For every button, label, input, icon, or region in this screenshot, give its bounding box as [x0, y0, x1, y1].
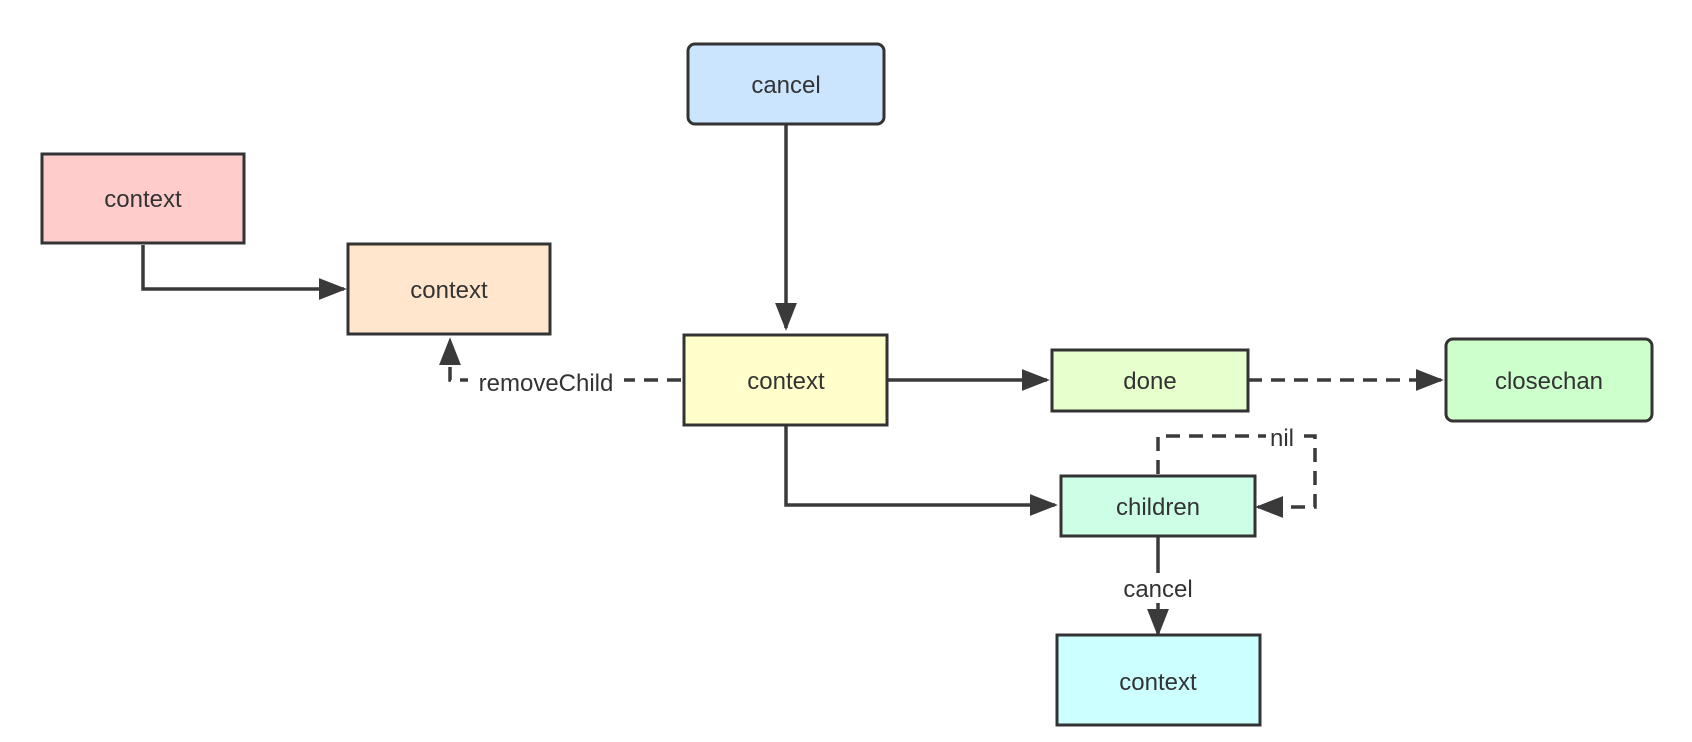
node-context-child: context [1055, 633, 1262, 727]
node-context-parent: context [40, 152, 246, 245]
remove-child-label: removeChild [479, 370, 614, 397]
edge-children-nil-loop [1156, 434, 1317, 518]
node-context-removed: context [346, 242, 552, 336]
nil-label: nil [1270, 425, 1294, 452]
node-context-child-label: context [1119, 669, 1197, 696]
nil-label-bg [1266, 424, 1298, 450]
node-context-removed-label: context [410, 277, 488, 304]
node-done-label: done [1123, 368, 1176, 395]
node-closechan: closechan [1444, 337, 1654, 423]
edge-context-to-children [784, 426, 1058, 516]
node-cancel-top-label: cancel [751, 72, 820, 99]
node-children-label: children [1116, 494, 1200, 521]
node-cancel-top: cancel [686, 42, 886, 126]
node-children: children [1059, 474, 1257, 538]
cancel-edge-label: cancel [1123, 576, 1192, 603]
node-done: done [1050, 348, 1250, 413]
node-context-main-label: context [747, 368, 825, 395]
cancel-edge-label-bg [1118, 573, 1198, 603]
edge-parent-to-removed [141, 245, 347, 300]
node-context-main: context [682, 333, 889, 427]
node-context-parent-label: context [104, 186, 182, 213]
node-closechan-label: closechan [1495, 368, 1603, 395]
remove-child-label-bg [468, 366, 624, 396]
